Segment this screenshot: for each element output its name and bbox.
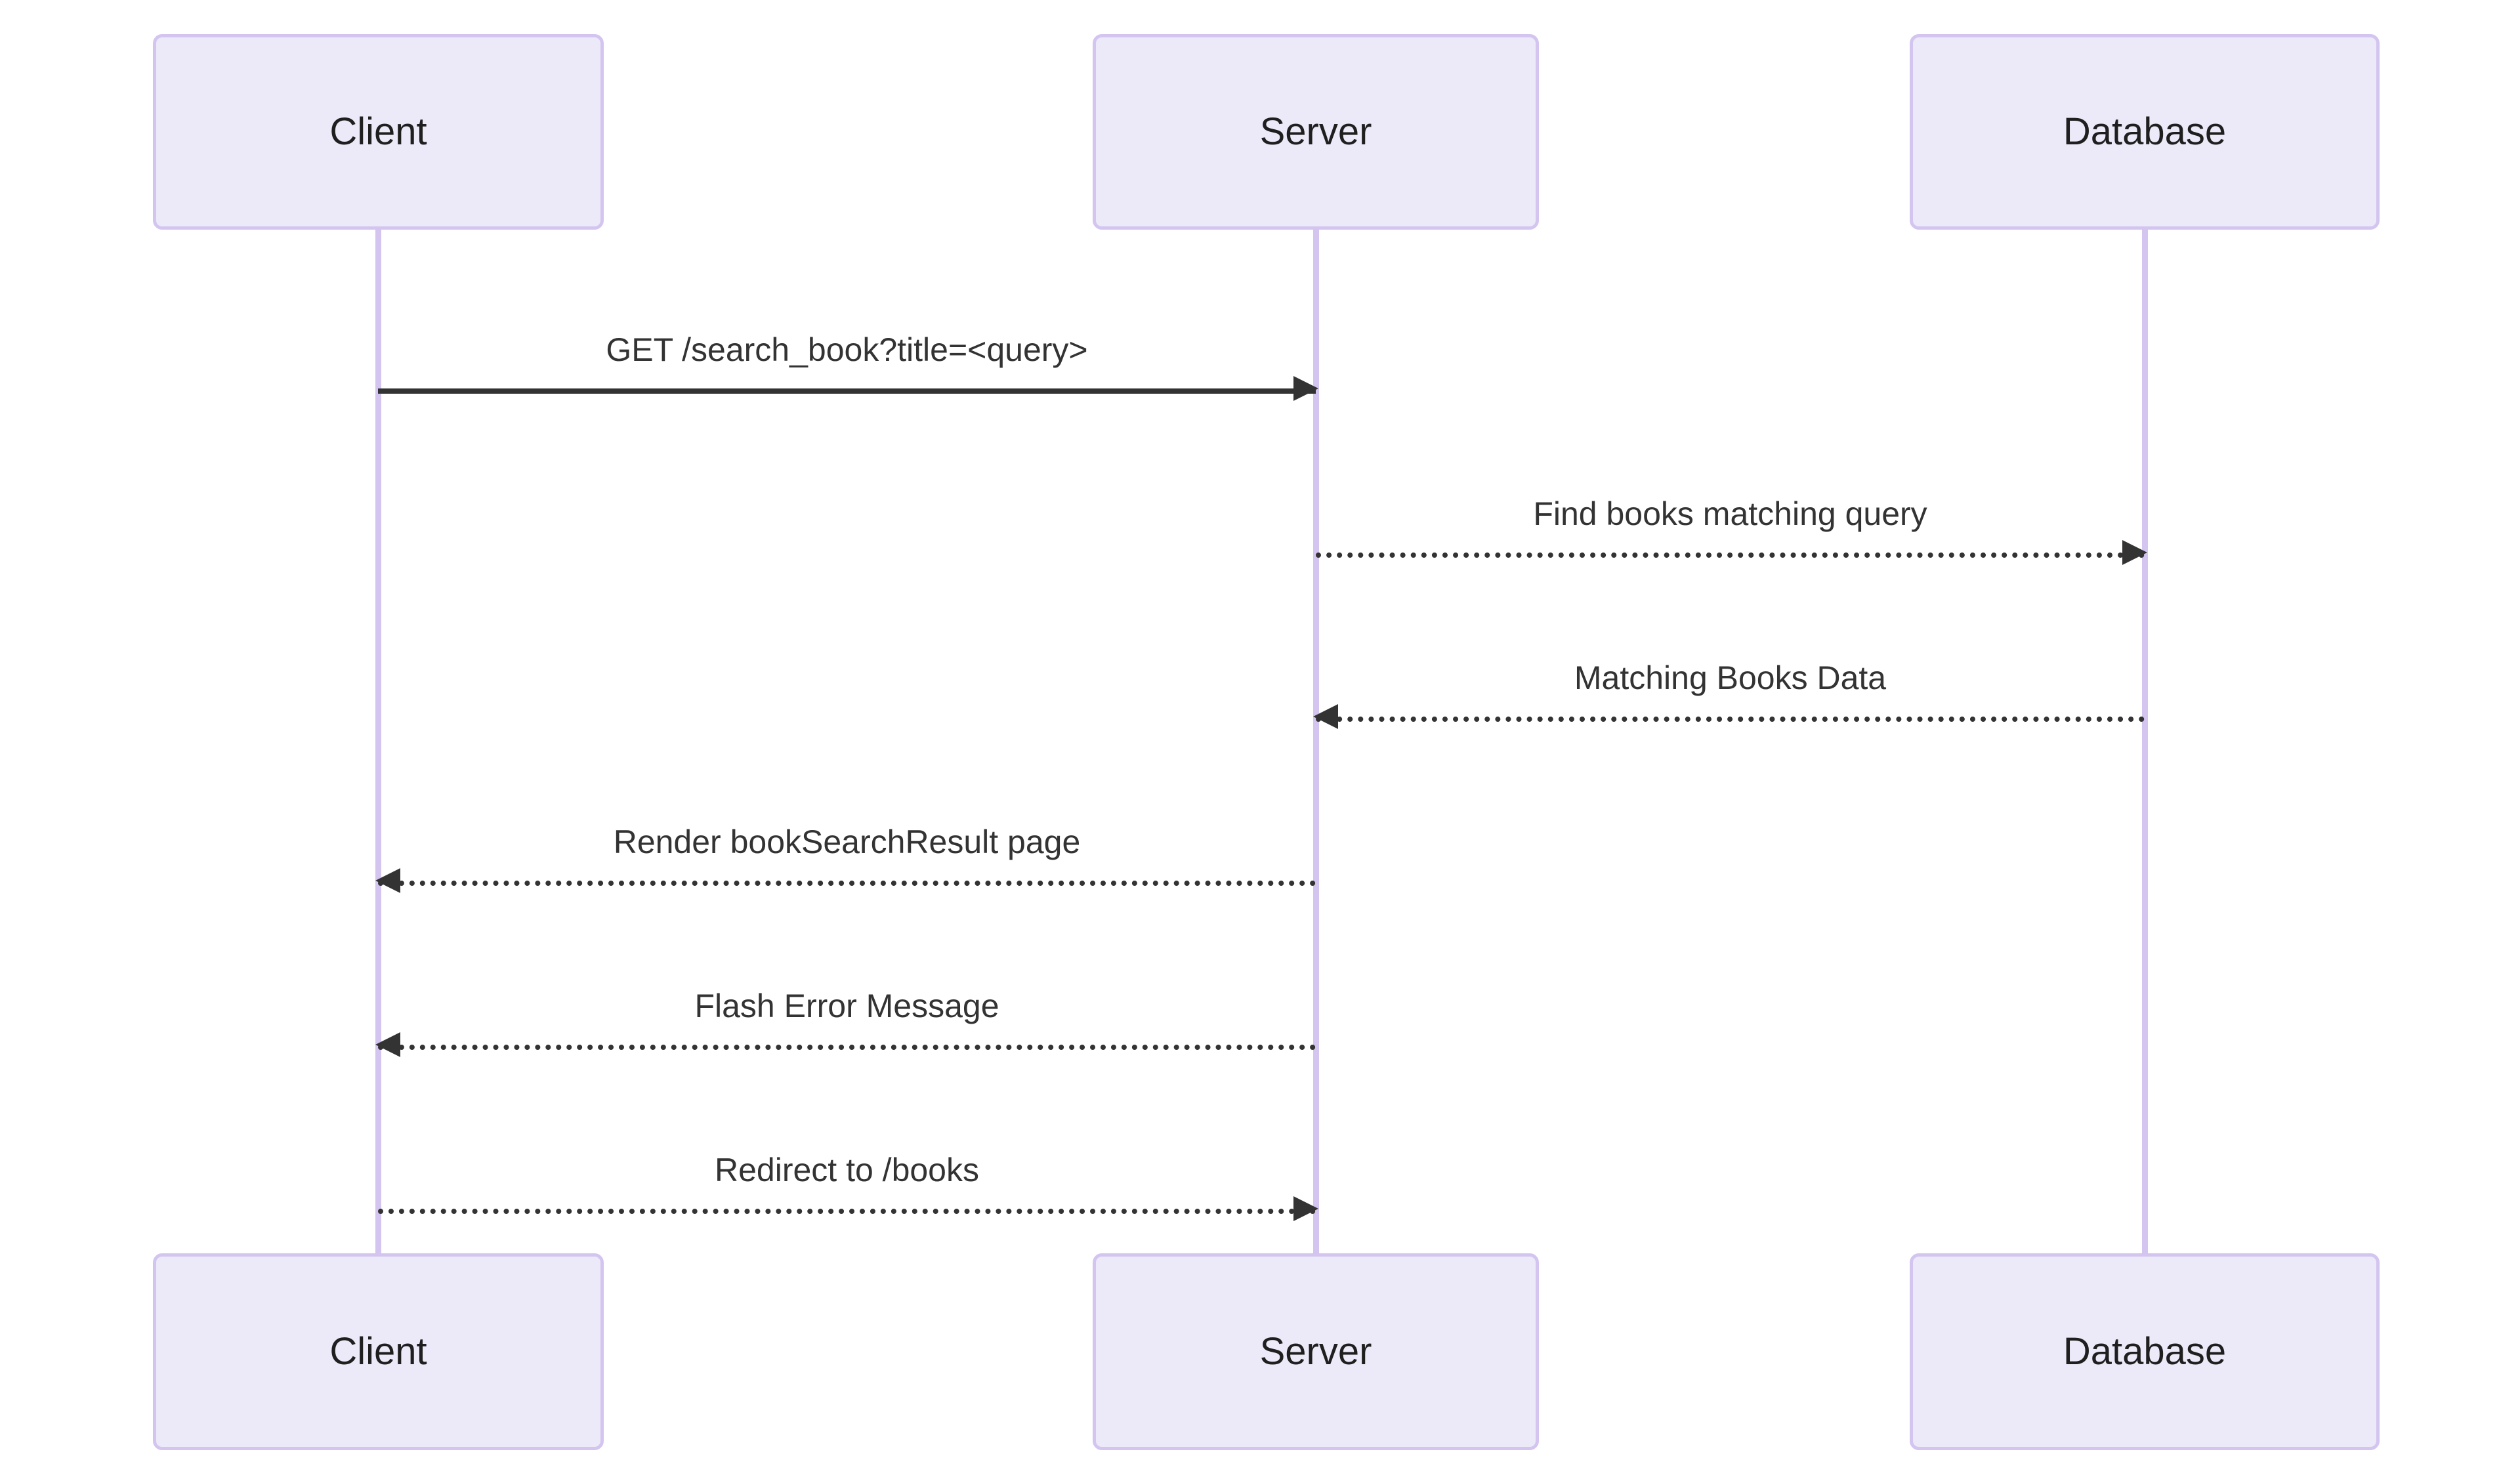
participant-label-server: Server [1259, 1330, 1372, 1373]
message-line-1 [378, 388, 1316, 394]
participant-label-database: Database [2063, 110, 2227, 153]
message-line-5 [378, 1045, 1316, 1050]
lifeline-database [2142, 230, 2148, 1255]
arrow-head-right-icon [1293, 1196, 1318, 1221]
arrow-head-left-icon [375, 1032, 400, 1057]
message-label-1: GET /search_book?title=<query> [606, 331, 1088, 368]
participant-header-client[interactable]: Client [153, 34, 604, 230]
participant-label-server: Server [1259, 110, 1372, 153]
arrow-head-left-icon [375, 868, 400, 893]
lifeline-client [375, 230, 381, 1255]
message-line-4 [378, 881, 1316, 886]
message-line-3 [1316, 717, 2145, 722]
message-label-2: Find books matching query [1533, 495, 1927, 532]
lifeline-server [1313, 230, 1319, 1255]
participant-footer-server[interactable]: Server [1093, 1253, 1539, 1450]
participant-header-database[interactable]: Database [1910, 34, 2380, 230]
message-line-6 [378, 1209, 1316, 1214]
arrow-head-right-icon [1293, 376, 1318, 401]
participant-label-database: Database [2063, 1330, 2227, 1373]
participant-header-server[interactable]: Server [1093, 34, 1539, 230]
participant-footer-client[interactable]: Client [153, 1253, 604, 1450]
message-line-2 [1316, 553, 2145, 558]
arrow-head-left-icon [1313, 704, 1338, 729]
message-label-4: Render bookSearchResult page [613, 824, 1081, 860]
arrow-head-right-icon [2122, 540, 2147, 565]
message-label-3: Matching Books Data [1574, 659, 1887, 696]
participant-footer-database[interactable]: Database [1910, 1253, 2380, 1450]
participant-label-client: Client [329, 1330, 427, 1373]
participant-label-client: Client [329, 110, 427, 153]
message-label-6: Redirect to /books [715, 1152, 979, 1188]
message-label-5: Flash Error Message [694, 988, 999, 1024]
